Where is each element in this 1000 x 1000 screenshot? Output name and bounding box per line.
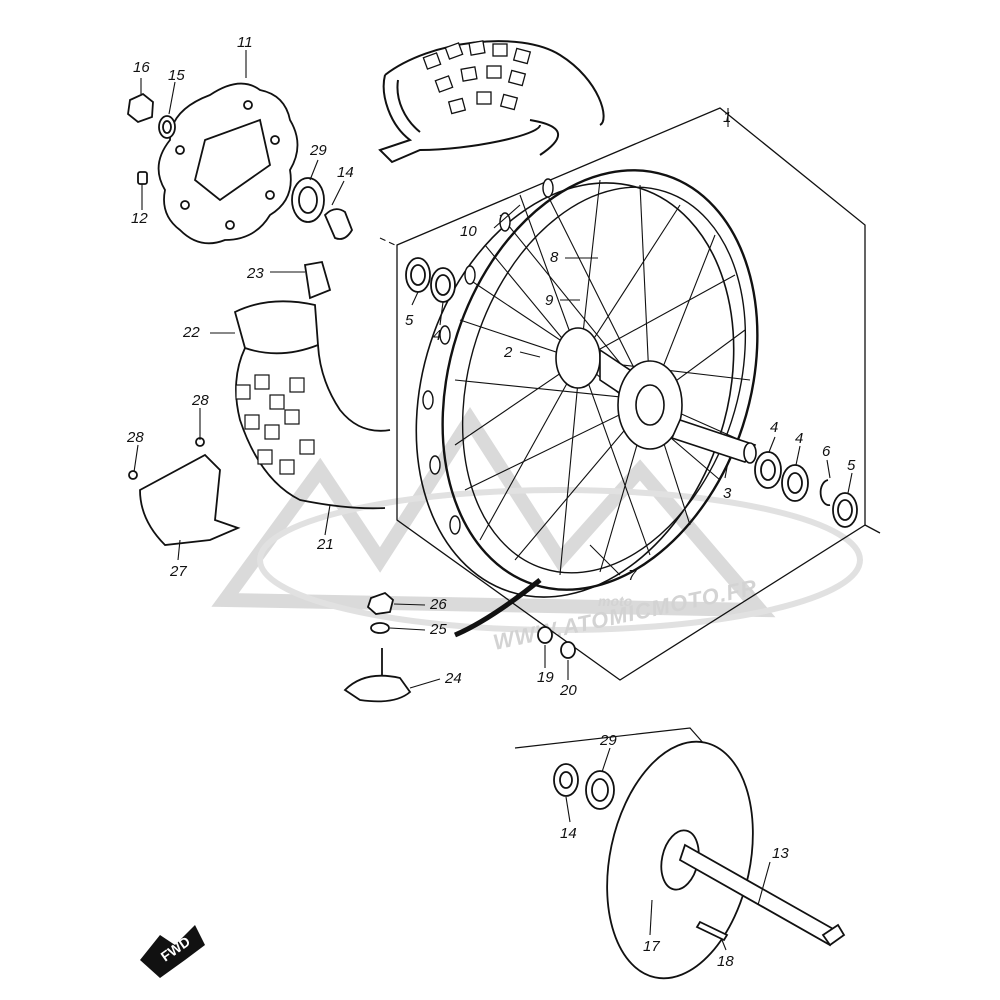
callout-10: 10 bbox=[460, 223, 477, 240]
rim-lock bbox=[343, 578, 576, 703]
callout-29-bottom: 29 bbox=[599, 732, 617, 749]
hub bbox=[555, 327, 757, 464]
leader-lines bbox=[133, 50, 853, 951]
callout-15: 15 bbox=[168, 67, 185, 84]
callout-17: 17 bbox=[643, 938, 660, 955]
hardware-top-left bbox=[127, 92, 353, 240]
callout-8: 8 bbox=[550, 249, 559, 266]
callout-21: 21 bbox=[316, 536, 334, 553]
callout-28-lower: 28 bbox=[126, 429, 144, 446]
callout-7: 7 bbox=[628, 567, 637, 584]
sprocket-assembly bbox=[514, 727, 846, 980]
callout-4-left: 4 bbox=[433, 327, 441, 344]
callout-24: 24 bbox=[444, 670, 462, 687]
callout-4-right-b: 4 bbox=[795, 430, 803, 447]
callout-13: 13 bbox=[772, 845, 789, 862]
callout-16: 16 bbox=[133, 59, 150, 76]
brake-disc bbox=[157, 82, 299, 245]
callout-14-bottom: 14 bbox=[560, 825, 577, 842]
callout-3: 3 bbox=[723, 485, 732, 502]
bearings-right bbox=[754, 451, 858, 528]
callout-5-left: 5 bbox=[405, 312, 414, 329]
callout-2: 2 bbox=[503, 344, 513, 361]
callout-28-upper: 28 bbox=[191, 392, 209, 409]
callout-5-right: 5 bbox=[847, 457, 856, 474]
fwd-arrow-icon: FWD bbox=[140, 925, 205, 978]
tube bbox=[233, 260, 391, 510]
callout-20: 20 bbox=[559, 682, 577, 699]
callout-22: 22 bbox=[182, 324, 200, 341]
callout-11: 11 bbox=[237, 34, 253, 51]
callout-27: 27 bbox=[169, 563, 187, 580]
callout-12: 12 bbox=[131, 210, 148, 227]
callout-19: 19 bbox=[537, 669, 554, 686]
disc-guard bbox=[128, 437, 241, 546]
tire bbox=[378, 40, 605, 164]
callout-25: 25 bbox=[429, 621, 447, 638]
callout-23: 23 bbox=[246, 265, 264, 282]
callout-18: 18 bbox=[717, 953, 734, 970]
wheel-assembly-frame bbox=[396, 107, 881, 681]
callout-labels: 1 2 3 4 4 4 5 5 6 7 8 9 10 11 12 13 14 1… bbox=[126, 34, 856, 970]
callout-29-top: 29 bbox=[309, 142, 327, 159]
callout-14-top: 14 bbox=[337, 164, 354, 181]
callout-1: 1 bbox=[723, 109, 731, 126]
callout-4-right-a: 4 bbox=[770, 419, 778, 436]
callout-26: 26 bbox=[429, 596, 447, 613]
bearings-left bbox=[405, 257, 456, 303]
callout-9: 9 bbox=[545, 292, 554, 309]
watermark-brand: moto bbox=[598, 593, 633, 609]
callout-6: 6 bbox=[822, 443, 831, 460]
